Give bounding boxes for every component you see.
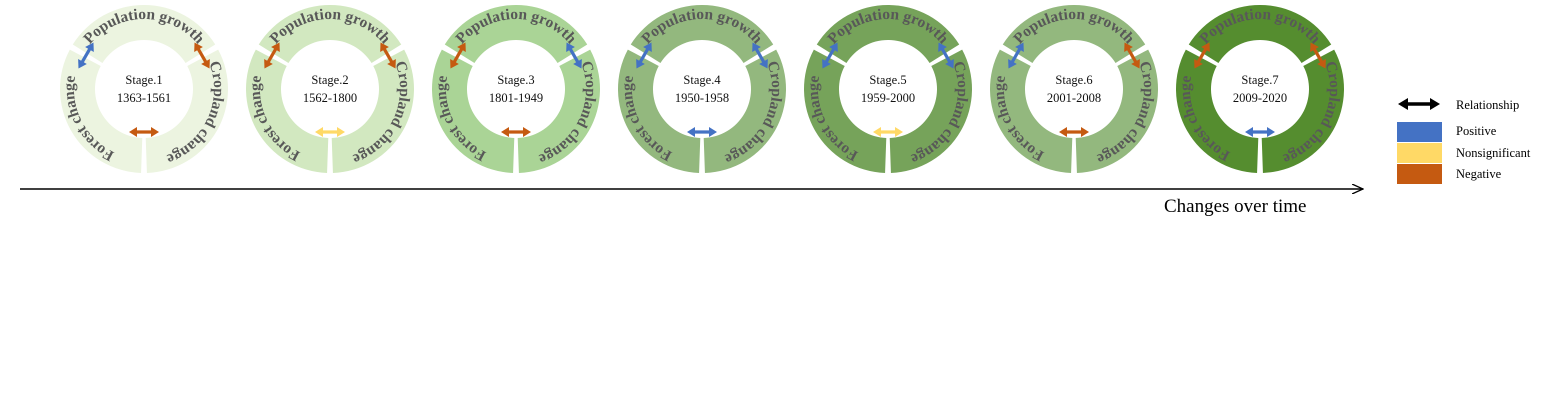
relationship-population-forest-arrow (822, 42, 838, 69)
legend-positive-label: Positive (1456, 124, 1497, 138)
stage-label: Stage.4 (683, 73, 721, 87)
relationship-forest-cropland-arrow (129, 127, 159, 137)
stage-years: 2009-2020 (1233, 91, 1287, 105)
segment-cropland (331, 49, 414, 173)
stage-years: 1562-1800 (303, 91, 357, 105)
stage-label: Stage.2 (311, 73, 348, 87)
relationship-population-cropland-arrow (566, 42, 582, 69)
relationship-population-cropland-arrow (194, 42, 210, 69)
segment-forest (804, 49, 887, 173)
segment-population (630, 5, 774, 64)
legend-positive-swatch (1397, 122, 1442, 142)
stage-years: 1959-2000 (861, 91, 915, 105)
relationship-forest-cropland-arrow (1245, 127, 1275, 137)
segment-forest (59, 49, 143, 173)
stage-label: Stage.5 (869, 73, 906, 87)
relationship-population-cropland-arrow (380, 42, 396, 69)
stage-label: Stage.7 (1241, 73, 1278, 87)
segment-cropland (1075, 49, 1159, 173)
segment-forest (246, 49, 329, 173)
relationship-population-forest-arrow (1194, 42, 1210, 69)
segment-population (72, 5, 216, 64)
segment-forest (618, 49, 701, 173)
legend: Relationship Positive Nonsignificant Neg… (1397, 98, 1531, 184)
segment-cropland (517, 49, 601, 173)
segment-cropland (1261, 49, 1344, 173)
legend-nonsignificant-swatch (1397, 143, 1442, 163)
legend-relationship-arrow (1398, 98, 1440, 110)
segment-population (1002, 4, 1146, 64)
relationship-forest-cropland-arrow (687, 127, 717, 137)
relationship-population-forest-arrow (450, 42, 466, 69)
stage-years: 1363-1561 (117, 91, 171, 105)
legend-nonsignificant-label: Nonsignificant (1456, 146, 1531, 160)
segment-population (1188, 4, 1332, 64)
segment-population (444, 4, 588, 64)
time-axis-label: Changes over time (1164, 196, 1306, 217)
stage-label: Stage.3 (497, 73, 534, 87)
segment-population (258, 4, 402, 64)
relationship-population-forest-arrow (78, 42, 94, 69)
relationship-population-forest-arrow (264, 42, 280, 69)
relationship-population-cropland-arrow (938, 42, 954, 69)
stage-years: 1801-1949 (489, 91, 543, 105)
relationship-forest-cropland-arrow (1059, 127, 1089, 137)
segment-cropland (889, 49, 972, 173)
legend-relationship-label: Relationship (1456, 98, 1519, 112)
segment-cropland (145, 49, 229, 173)
relationship-forest-cropland-arrow (501, 127, 531, 137)
stage-years: 1950-1958 (675, 91, 729, 105)
segment-cropland (703, 49, 786, 173)
relationship-population-cropland-arrow (1124, 42, 1140, 69)
stage-label: Stage.6 (1055, 73, 1092, 87)
segment-forest (1176, 49, 1259, 173)
legend-negative-label: Negative (1456, 167, 1502, 181)
relationship-population-cropland-arrow (752, 42, 768, 69)
segment-forest (990, 49, 1073, 173)
relationship-population-forest-arrow (1008, 42, 1024, 69)
relationship-population-cropland-arrow (1310, 42, 1326, 69)
legend-negative-swatch (1397, 164, 1442, 184)
segment-population (816, 5, 960, 64)
relationship-forest-cropland-arrow (873, 127, 903, 137)
relationship-forest-cropland-arrow (315, 127, 345, 137)
segment-forest (431, 49, 515, 173)
stage-years: 2001-2008 (1047, 91, 1101, 105)
stage-label: Stage.1 (125, 73, 162, 87)
relationship-population-forest-arrow (636, 42, 652, 69)
